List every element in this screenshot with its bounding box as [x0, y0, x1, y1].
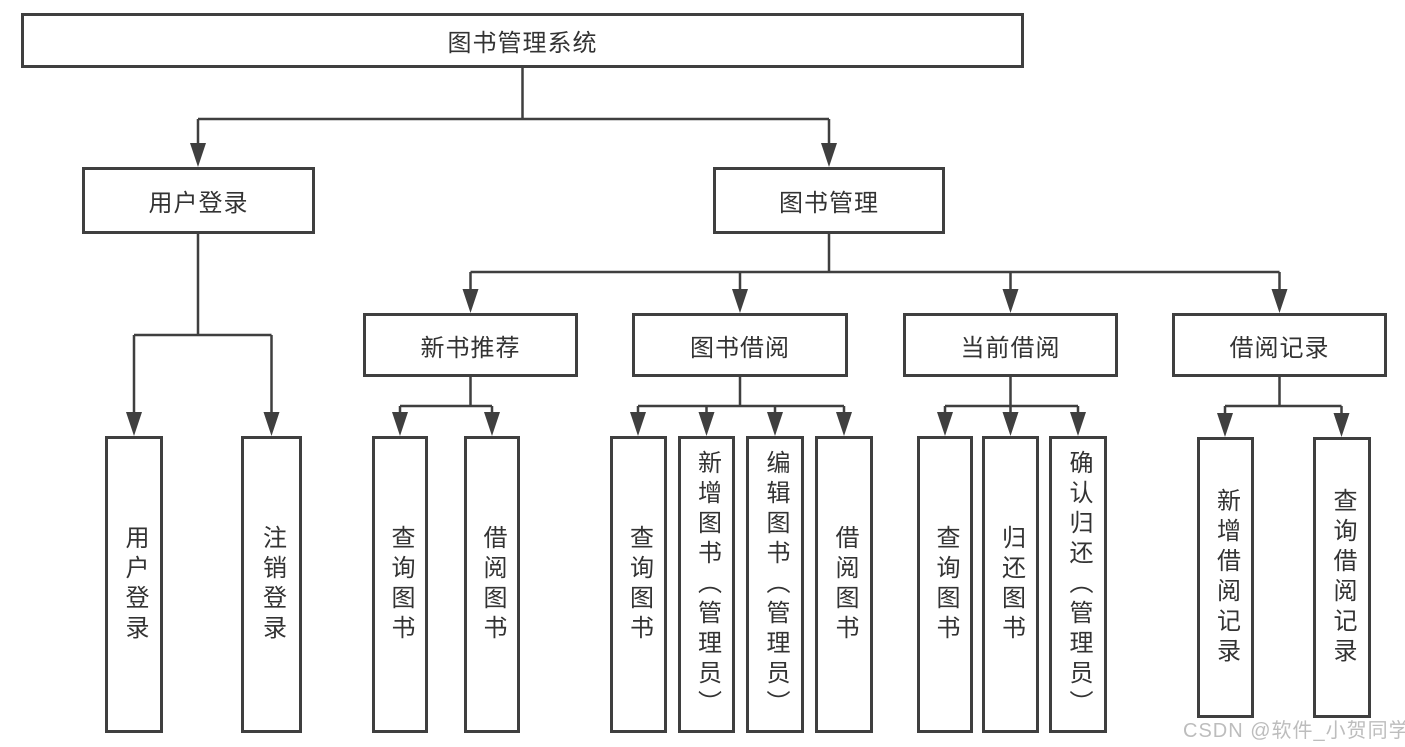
leaf-borrow-books-recommend: 借阅图书 [464, 436, 520, 733]
leaf-user-login: 用户登录 [105, 436, 163, 733]
leaf-label: 确认归还（管理员） [1065, 449, 1092, 720]
node-label: 当前借阅 [960, 334, 1061, 362]
leaf-add-books-admin: 新增图书（管理员） [678, 436, 735, 733]
leaf-edit-books-admin: 编辑图书（管理员） [746, 436, 804, 733]
node-current-borrowing: 当前借阅 [903, 313, 1118, 377]
leaf-label: 查询图书 [387, 524, 414, 645]
leaf-label: 查询借阅记录 [1329, 487, 1356, 668]
leaf-label: 编辑图书（管理员） [762, 449, 789, 720]
node-label: 新书推荐 [420, 334, 521, 362]
leaf-query-borrow-record: 查询借阅记录 [1313, 437, 1371, 718]
node-user-login: 用户登录 [82, 167, 315, 234]
leaf-return-books: 归还图书 [982, 436, 1039, 733]
leaf-label: 新增图书（管理员） [693, 449, 721, 720]
leaf-query-books-borrowing: 查询图书 [610, 436, 667, 733]
leaf-query-books-current: 查询图书 [917, 436, 973, 733]
leaf-label: 归还图书 [997, 524, 1025, 645]
leaf-label: 借阅图书 [831, 524, 858, 645]
csdn-watermark: CSDN @软件_小贺同学 [1183, 720, 1405, 742]
node-book-borrowing: 图书借阅 [632, 313, 848, 377]
node-book-management: 图书管理 [713, 167, 945, 234]
leaf-borrow-books: 借阅图书 [815, 436, 873, 733]
node-borrowing-records: 借阅记录 [1172, 313, 1387, 377]
leaf-add-borrow-record: 新增借阅记录 [1197, 437, 1254, 718]
node-label: 图书借阅 [690, 334, 790, 362]
node-label: 借阅记录 [1229, 334, 1330, 362]
leaf-logout: 注销登录 [241, 436, 302, 733]
leaf-confirm-return-admin: 确认归还（管理员） [1049, 436, 1107, 733]
leaf-label: 查询图书 [625, 524, 653, 645]
leaf-label: 注销登录 [258, 524, 286, 645]
leaf-label: 用户登录 [121, 524, 148, 645]
leaf-label: 查询图书 [932, 524, 959, 645]
node-label: 用户登录 [148, 190, 249, 217]
node-book-management-system: 图书管理系统 [21, 13, 1024, 68]
leaf-query-books-recommend: 查询图书 [372, 436, 428, 733]
leaf-label: 新增借阅记录 [1212, 487, 1240, 668]
node-new-book-recommend: 新书推荐 [363, 313, 578, 377]
leaf-label: 借阅图书 [479, 524, 506, 645]
node-label: 图书管理 [779, 190, 879, 217]
node-label: 图书管理系统 [447, 30, 598, 57]
